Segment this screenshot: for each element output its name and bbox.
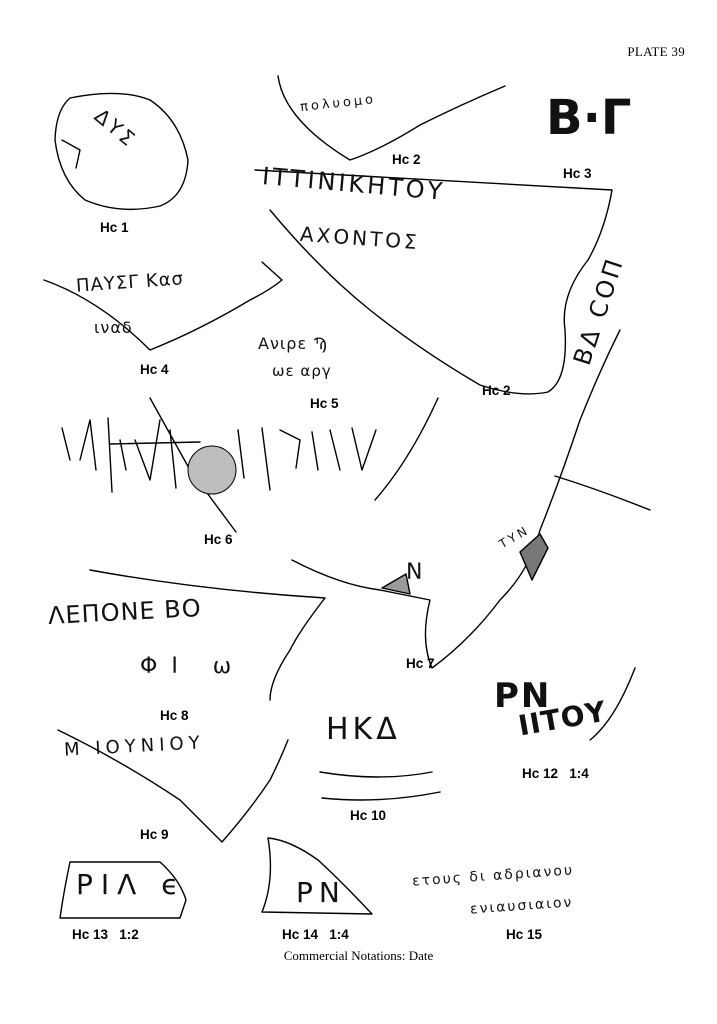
hc6-right bbox=[374, 397, 439, 501]
label-hc4: Hc 4 bbox=[140, 362, 169, 377]
label-hc10: Hc 10 bbox=[350, 808, 387, 823]
hc13-inscription: ΡΙΛ ϵ bbox=[76, 868, 187, 901]
hc7-inscription-line3: Ν bbox=[406, 560, 426, 585]
hc7-line bbox=[554, 475, 651, 511]
label-hc3: Hc 3 bbox=[563, 166, 592, 181]
label-hc8: Hc 8 bbox=[160, 708, 189, 723]
hc10-inscription: ΗΚΔ bbox=[326, 712, 401, 747]
hc2b-outline bbox=[254, 169, 613, 395]
label-hc9: Hc 9 bbox=[140, 827, 169, 842]
label-hc15: Hc 15 bbox=[506, 927, 543, 942]
hc12-outline bbox=[589, 667, 636, 741]
hc13-outline bbox=[59, 861, 187, 919]
label-hc7: Hc 7 bbox=[406, 656, 435, 671]
plate-caption: Commercial Notations: Date bbox=[283, 948, 434, 963]
hc5-inscription-line1: Ανιρε Ϡ bbox=[258, 334, 329, 353]
hc4-outline bbox=[43, 261, 283, 351]
hc10-line2 bbox=[321, 791, 441, 801]
hc14-outline bbox=[261, 837, 373, 915]
hc2a-outline bbox=[277, 75, 506, 161]
label-hc1: Hc 1 bbox=[100, 220, 129, 235]
hc8-inscription-line2: ΦΙ ω bbox=[140, 654, 246, 679]
hc4-inscription-line2: ιναδ bbox=[94, 318, 133, 337]
hc14-inscription: ΡΝ bbox=[296, 876, 346, 909]
label-hc13: Hc 13 1:2 bbox=[72, 927, 139, 942]
label-hc14: Hc 14 1:4 bbox=[282, 927, 349, 942]
label-hc2-small: Hc 2 bbox=[392, 152, 421, 167]
label-hc2-large: Hc 2 bbox=[482, 383, 511, 398]
hc5-inscription-line2: ωε αργ bbox=[272, 362, 332, 380]
label-hc6: Hc 6 bbox=[204, 532, 233, 547]
hc9-outline bbox=[57, 729, 289, 843]
plate-title: PLATE 39 bbox=[627, 44, 685, 59]
hc1-crack bbox=[61, 139, 81, 169]
hc7-outline bbox=[291, 329, 621, 669]
hc3-inscription: Β·Γ bbox=[546, 90, 632, 146]
hc12-inscription-line1: ΡΝ bbox=[494, 676, 552, 716]
hc1-outline bbox=[54, 92, 189, 211]
label-hc5: Hc 5 bbox=[310, 396, 339, 411]
label-hc12: Hc 12 1:4 bbox=[522, 766, 589, 781]
hc10-line1 bbox=[319, 771, 433, 778]
hc8-outline bbox=[89, 569, 326, 701]
